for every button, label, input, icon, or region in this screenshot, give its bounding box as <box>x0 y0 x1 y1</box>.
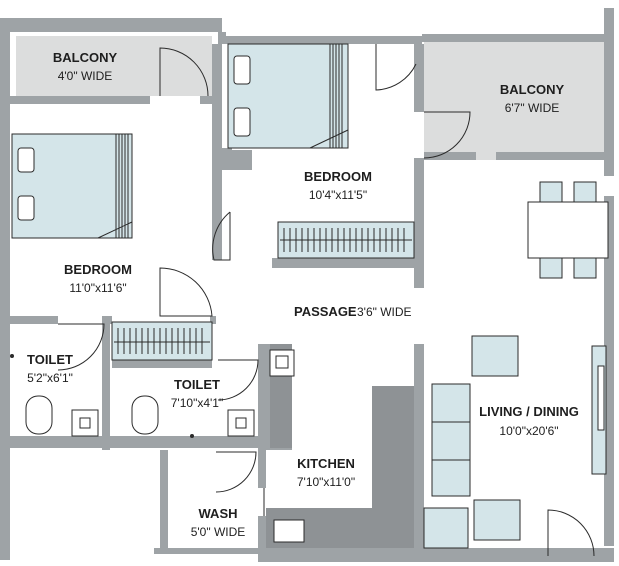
room-label-passage: PASSAGE 3'6" WIDE <box>294 304 412 319</box>
room-name: LIVING / DINING <box>479 404 579 419</box>
room-label-kitchen: KITCHEN 7'10"x11'0" <box>297 456 355 489</box>
room-name: BEDROOM <box>304 169 372 184</box>
room-label-balcony-left: BALCONY 4'0" WIDE <box>53 50 118 83</box>
wardrobe-left-bedroom <box>111 321 213 361</box>
room-dimensions: 11'0"x11'6" <box>69 281 126 295</box>
room-dimensions: 6'7" WIDE <box>505 101 560 115</box>
room-label-balcony-right: BALCONY 6'7" WIDE <box>500 82 565 115</box>
sofa <box>431 383 471 497</box>
wardrobe-top-bedroom <box>277 221 415 259</box>
bed-left <box>11 133 133 239</box>
room-label-toilet-mid: TOILET 7'10"x4'1" <box>171 377 223 410</box>
room-name: BALCONY <box>53 50 118 65</box>
room-name: KITCHEN <box>297 456 355 471</box>
room-dimensions: 5'2"x6'1" <box>27 371 73 385</box>
room-dimensions: 10'4"x11'5" <box>309 188 367 202</box>
tv-unit <box>591 345 607 475</box>
side-table <box>423 507 469 549</box>
room-dimensions: 10'0"x20'6" <box>499 424 558 438</box>
dining-set <box>527 181 609 279</box>
room-dimensions: 7'10"x4'1" <box>171 396 223 410</box>
bed-top <box>227 43 349 149</box>
kitchen-sink <box>273 519 305 543</box>
room-name: BEDROOM <box>64 262 132 277</box>
room-name: PASSAGE <box>294 304 357 319</box>
room-dimensions: 4'0" WIDE <box>58 69 113 83</box>
outer-walls <box>0 8 614 562</box>
armchair-bottom <box>473 499 521 541</box>
room-label-bedroom-top: BEDROOM 10'4"x11'5" <box>304 169 372 202</box>
balcony-right-floor <box>424 42 606 160</box>
room-label-living-dining: LIVING / DINING 10'0"x20'6" <box>479 404 579 438</box>
balcony-left-floor <box>16 36 212 96</box>
room-name: BALCONY <box>500 82 565 97</box>
basin-passage <box>269 349 295 377</box>
room-label-toilet-left: TOILET 5'2"x6'1" <box>27 352 73 385</box>
room-name: TOILET <box>27 352 73 367</box>
room-name: TOILET <box>174 377 220 392</box>
armchair-top <box>471 335 519 377</box>
toilet-mid-fixtures <box>131 395 255 438</box>
room-name: WASH <box>199 506 238 521</box>
room-dimensions: 5'0" WIDE <box>191 525 246 539</box>
doors <box>57 44 595 557</box>
room-label-bedroom-left: BEDROOM 11'0"x11'6" <box>64 262 132 295</box>
room-dimensions: 7'10"x11'0" <box>297 475 355 489</box>
room-label-wash: WASH 5'0" WIDE <box>191 506 246 539</box>
toilet-left-fixtures <box>10 354 99 437</box>
room-dimensions: 3'6" WIDE <box>357 305 412 319</box>
